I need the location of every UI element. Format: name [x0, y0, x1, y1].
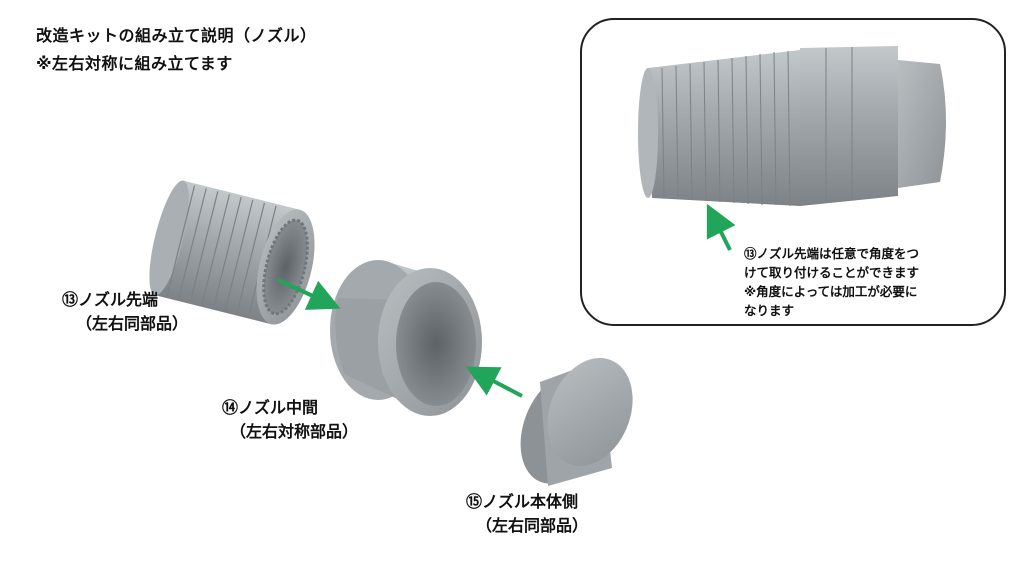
part-13-name: ⑬ノズル先端	[62, 290, 159, 309]
note-line: ⑬ノズル先端は任意で角度をつ	[744, 246, 920, 261]
note-line: なります	[744, 303, 795, 318]
part-15-name: ⑮ノズル本体側	[466, 492, 579, 511]
arrow-callout	[706, 203, 736, 251]
page-title: 改造キットの組み立て説明（ノズル）	[36, 26, 317, 45]
page-subtitle: ※左右対称に組み立てます	[36, 54, 233, 73]
part-14-nozzle-middle	[330, 260, 482, 416]
assembled-nozzle-image	[638, 46, 946, 207]
arrow-15-to-14	[465, 366, 523, 398]
part-15-nozzle-cap	[520, 357, 633, 486]
part-14-note: （左右対称部品）	[230, 422, 359, 441]
part-13-note: （左右同部品）	[76, 314, 189, 333]
note-line: ※角度によっては加工が必要に	[744, 284, 918, 299]
part-14-name: ⑭ノズル中間	[222, 398, 319, 417]
label-part-13: ⑬ノズル先端 （左右同部品）	[62, 288, 202, 336]
note-line: けて取り付けることができます	[744, 265, 920, 280]
label-part-14: ⑭ノズル中間 （左右対称部品）	[222, 396, 382, 444]
part-15-note: （左右同部品）	[476, 516, 589, 535]
callout-note: ⑬ノズル先端は任意で角度をつ けて取り付けることができます ※角度によっては加工…	[744, 244, 919, 320]
label-part-15: ⑮ノズル本体側 （左右同部品）	[466, 490, 616, 538]
arrow-13-to-14	[277, 278, 341, 310]
